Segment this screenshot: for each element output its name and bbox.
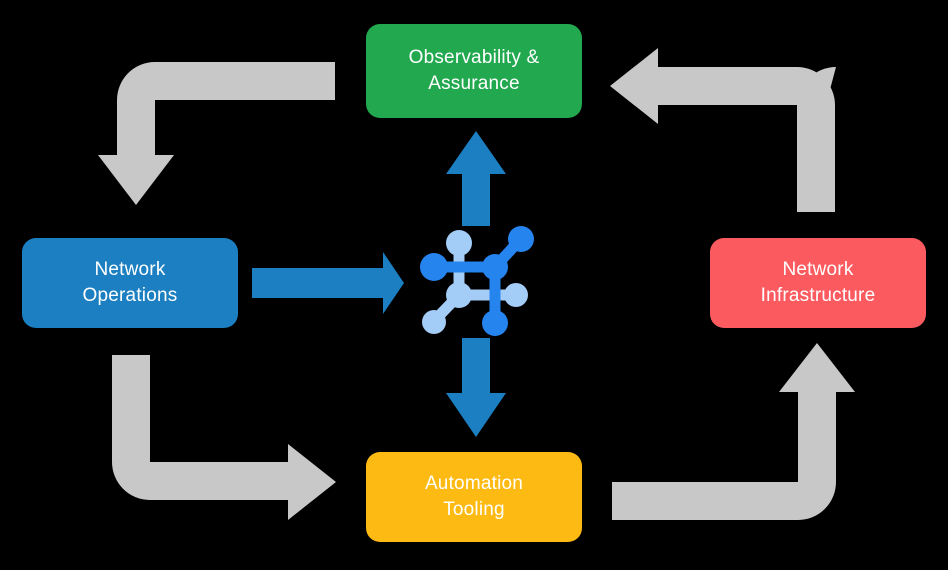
node-label-line1: Network bbox=[94, 259, 166, 281]
arrow-center-to-observability bbox=[446, 131, 506, 226]
network-icon-links bbox=[428, 234, 526, 329]
node-label-line1: Automation bbox=[424, 473, 524, 495]
arrow-operations-to-automation bbox=[112, 355, 336, 520]
node-label-line2: Tooling bbox=[443, 499, 505, 520]
arrow-center-to-automation bbox=[446, 338, 506, 437]
node-label-line2: Assurance bbox=[428, 73, 520, 94]
node-observability-assurance[interactable]: Observability & Assurance bbox=[366, 24, 582, 118]
node-label-line2: Infrastructure bbox=[760, 285, 876, 306]
arrow-operations-to-center bbox=[252, 252, 404, 314]
node-label-line1: Network bbox=[782, 259, 854, 281]
network-icon-nodes bbox=[420, 226, 534, 336]
node-label-line1: Observability & bbox=[408, 47, 540, 69]
arrow-observability-to-operations bbox=[98, 62, 335, 205]
arrow-automation-to-infrastructure bbox=[612, 343, 855, 520]
node-label-line2: Operations bbox=[82, 285, 178, 306]
arrow-infrastructure-to-observability-body bbox=[610, 48, 835, 212]
node-label: Observability & Assurance bbox=[389, 45, 560, 96]
